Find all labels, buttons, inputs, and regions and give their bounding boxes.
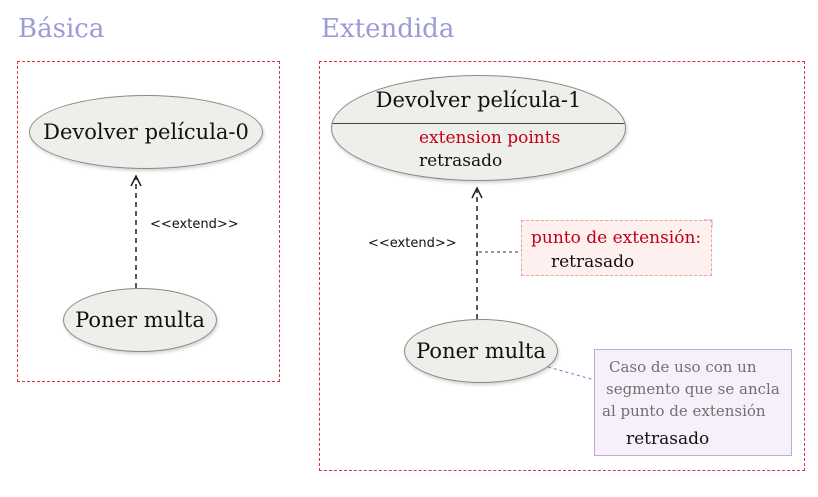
use-case-poner-multa-basic[interactable]: Poner multa — [63, 288, 217, 352]
extension-points-divider — [332, 123, 625, 124]
use-case-devolver-pelicula-1[interactable]: Devolver película-1 extension points ret… — [331, 75, 626, 181]
extension-points-heading: extension points — [419, 128, 561, 148]
extended-section-title: Extendida — [321, 14, 455, 44]
condition-note-value: retrasado — [551, 252, 635, 272]
basic-section-title: Básica — [18, 14, 105, 44]
use-case-devolver-pelicula-0[interactable]: Devolver película-0 — [29, 95, 263, 169]
explanation-note-line-3: al punto de extensión — [602, 402, 766, 420]
condition-note-title: punto de extensión: — [531, 228, 702, 248]
explanation-note-line-2: segmento que se ancla — [606, 380, 780, 398]
extended-extend-stereotype: <<extend>> — [368, 236, 457, 251]
basic-extend-arrow — [130, 174, 142, 288]
extended-diagram-frame — [319, 61, 805, 471]
basic-diagram-frame — [17, 61, 280, 382]
extended-extend-arrow — [471, 186, 483, 319]
use-case-name: Devolver película-1 — [375, 88, 582, 112]
extension-condition-note[interactable]: punto de extensión: retrasado — [521, 220, 712, 276]
explanation-note-value: retrasado — [626, 429, 710, 449]
explanation-note-line-1: Caso de uso con un — [609, 358, 757, 376]
extension-point-retrasado: retrasado — [419, 151, 503, 171]
use-case-poner-multa-extended[interactable]: Poner multa — [404, 319, 558, 383]
basic-extend-stereotype: <<extend>> — [150, 217, 239, 232]
explanation-note[interactable]: Caso de uso con un segmento que se ancla… — [594, 349, 792, 456]
